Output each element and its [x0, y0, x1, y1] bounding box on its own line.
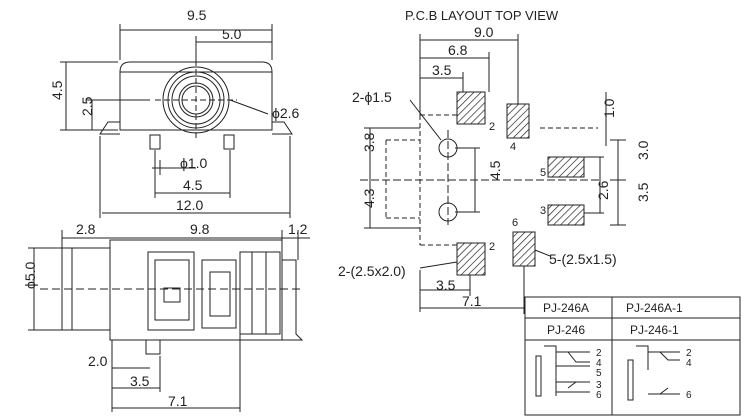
pcb-pads-large-label: 2-(2.5x2.0) — [338, 263, 406, 279]
schematic-pin-label: 4 — [596, 358, 602, 369]
pad-pin-label: 4 — [510, 141, 516, 153]
side-tip-dim: 2.8 — [76, 221, 96, 237]
pin-dia-dim: ϕ1.0 — [180, 155, 208, 171]
pcb-dim-68: 6.8 — [448, 42, 468, 58]
schematic-pin-label: 6 — [596, 390, 602, 401]
pad-pin-label: 2 — [489, 241, 495, 253]
schematic-table — [524, 296, 741, 416]
table-model-right: PJ-246-1 — [630, 323, 679, 337]
pcb-dim-26: 2.6 — [595, 180, 611, 200]
schematic-pin-label: 6 — [686, 390, 692, 401]
pcb-layout — [360, 34, 626, 314]
pad-pin-label: 6 — [512, 217, 518, 229]
side-peg-c-dim: 7.1 — [168, 393, 188, 409]
side-pad-dim: 1.2 — [288, 221, 308, 237]
pad-pin-label: 5 — [540, 167, 546, 179]
schematic-pin-label: 3 — [596, 380, 602, 391]
side-body-dim: 9.8 — [190, 221, 210, 237]
front-center-dim: 5.0 — [222, 26, 242, 42]
pcb-dim-10: 1.0 — [601, 98, 617, 118]
side-dia-dim: ϕ5.0 — [22, 261, 38, 289]
pcb-pads-small-label: 5-(2.5x1.5) — [549, 251, 617, 267]
pcb-dim-30: 3.0 — [635, 140, 651, 160]
front-height-dim: 4.5 — [49, 80, 65, 100]
pin-pitch-dim: 4.5 — [183, 177, 203, 193]
pcb-dim-43: 4.3 — [361, 188, 377, 208]
pcb-dim-90: 9.0 — [474, 24, 494, 40]
pcb-holes-label: 2-ϕ1.5 — [352, 89, 392, 105]
schematic-pin-label: 2 — [596, 348, 602, 359]
total-width-dim: 12.0 — [176, 197, 203, 213]
side-view — [28, 230, 310, 412]
pcb-title: P.C.B LAYOUT TOP VIEW — [405, 8, 559, 23]
pcb-dim-35-bottom: 3.5 — [436, 277, 456, 293]
pad-pin-label: 3 — [540, 205, 546, 217]
schematic-pin-label: 4 — [686, 358, 692, 369]
pcb-dim-35-top: 3.5 — [432, 62, 452, 78]
table-header-right: PJ-246A-1 — [626, 301, 683, 315]
front-axis-dim: 2.5 — [79, 96, 95, 116]
front-view — [60, 24, 293, 218]
pcb-dim-71: 7.1 — [462, 293, 482, 309]
side-peg-b-dim: 3.5 — [130, 373, 150, 389]
pcb-dim-35-right: 3.5 — [635, 182, 651, 202]
front-hole-dim: ϕ2.6 — [272, 105, 300, 121]
pcb-dim-38: 3.8 — [361, 132, 377, 152]
pcb-dim-45: 4.5 — [487, 160, 503, 180]
pad-pin-label: 2 — [489, 121, 495, 133]
schematic-pin-label: 2 — [686, 348, 692, 359]
schematic-pin-label: 5 — [596, 368, 602, 379]
front-width-dim: 9.5 — [187, 7, 207, 23]
side-peg-a-dim: 2.0 — [88, 353, 108, 369]
table-header-left: PJ-246A — [543, 301, 589, 315]
table-model-left: PJ-246 — [547, 323, 585, 337]
